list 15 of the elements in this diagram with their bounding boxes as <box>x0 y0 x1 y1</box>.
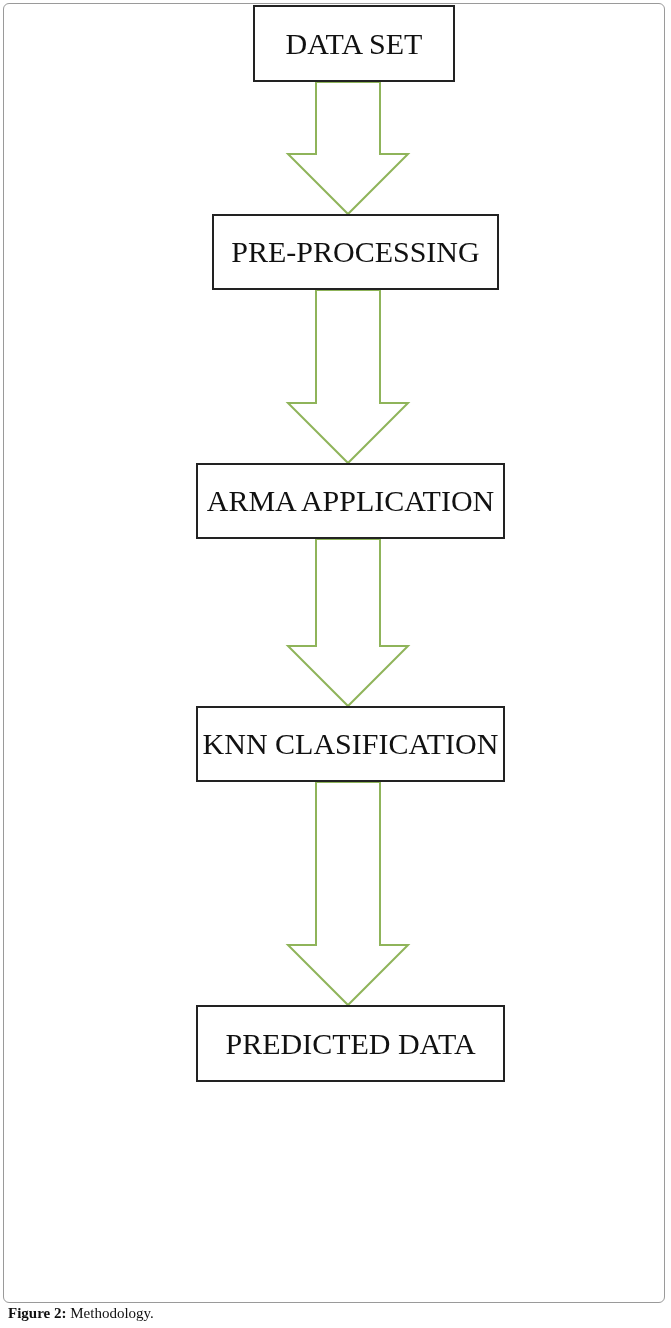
figure-caption: Figure 2: Methodology. <box>8 1305 154 1322</box>
block-arrow <box>285 81 411 216</box>
step-label: ARMA APPLICATION <box>206 484 495 518</box>
process-box <box>196 1005 505 1082</box>
block-arrow <box>285 781 411 1007</box>
step-label: PREDICTED DATA <box>225 1026 476 1061</box>
block-arrow <box>285 538 411 708</box>
block-arrow <box>285 289 411 465</box>
process-box <box>196 706 505 782</box>
process-box <box>253 5 455 82</box>
process-box <box>196 463 505 539</box>
step-label: KNN CLASIFICATION <box>202 727 499 761</box>
step-label: DATA SET <box>285 26 423 61</box>
step-label: PRE-PROCESSING <box>231 235 480 269</box>
process-box <box>212 214 499 290</box>
